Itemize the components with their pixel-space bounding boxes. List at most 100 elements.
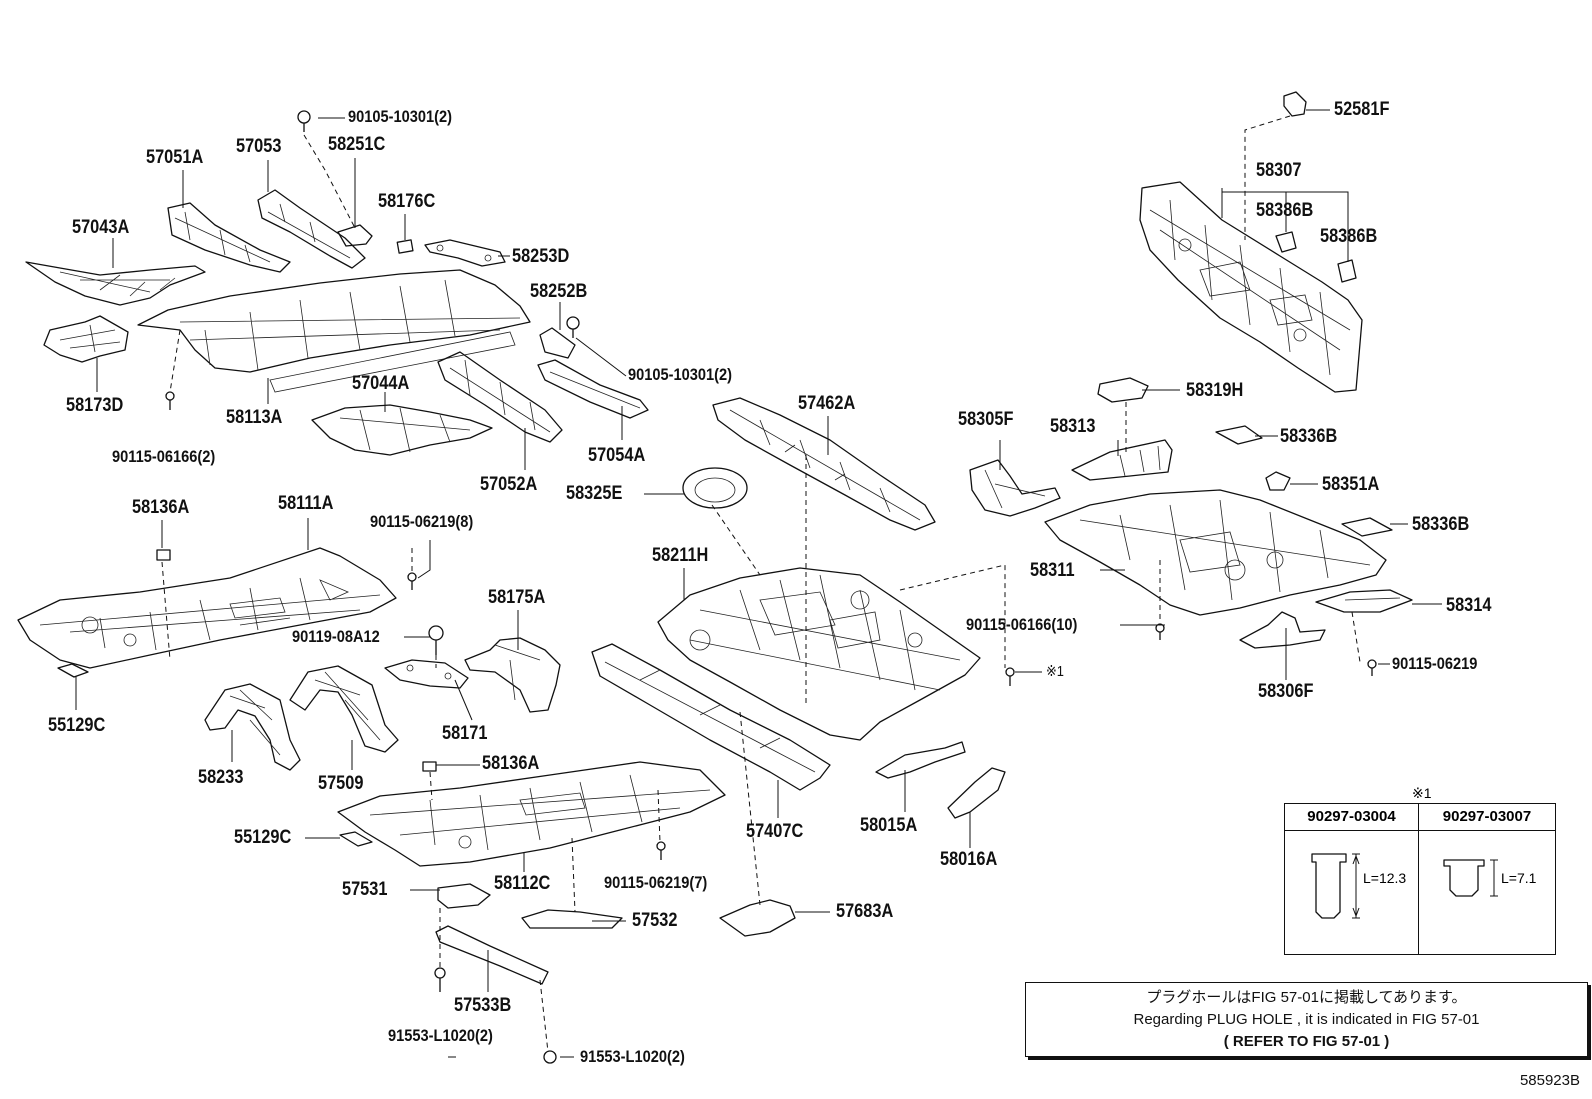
part-57533B-drawing (435, 925, 549, 985)
part-57532-drawing (521, 909, 623, 929)
label-58386B-a: 58386B (1256, 200, 1314, 221)
label-57054A: 57054A (588, 445, 646, 466)
part-58351A-drawing (1265, 471, 1291, 491)
label-90115-06166-2: 90115-06166(2) (112, 447, 216, 466)
part-58252B-drawing (539, 327, 576, 359)
label-57683A: 57683A (836, 901, 894, 922)
part-58015A-drawing (875, 741, 966, 779)
part-58233-drawing (204, 683, 301, 771)
label-57044A: 57044A (352, 373, 410, 394)
label-58386B-b: 58386B (1320, 226, 1378, 247)
alignment-dashes (161, 115, 1361, 1053)
label-90105-10301-mid: 90105-10301(2) (628, 365, 733, 384)
label-58311: 58311 (1030, 560, 1075, 581)
part-58306F-drawing (1239, 611, 1326, 649)
note-line-japanese: プラグホールはFIG 57-01に掲載してあります。 (1146, 989, 1467, 1006)
label-58253D: 58253D (512, 246, 570, 267)
part-58386B-b-drawing (1337, 259, 1357, 283)
part-58175A-drawing (464, 637, 561, 713)
label-58136A-top: 58136A (132, 497, 190, 518)
label-58015A: 58015A (860, 815, 918, 836)
part-58112C-drawing (337, 761, 726, 867)
part-58136A-top-drawing (156, 549, 171, 561)
part-58253D-drawing (424, 239, 506, 267)
part-58336B-b-drawing (1341, 517, 1393, 537)
label-90115-06219-7: 90115-06219(7) (604, 873, 708, 892)
label-asterisk-1: ※1 (1046, 663, 1064, 680)
label-57407C: 57407C (746, 821, 804, 842)
part-52581F-drawing (1283, 91, 1307, 117)
part-57407C-drawing (591, 643, 831, 791)
part-57043A-drawing (25, 261, 206, 306)
label-58351A: 58351A (1322, 474, 1380, 495)
table-divider (1418, 804, 1419, 954)
part-55129C-top-drawing (57, 663, 89, 678)
label-55129C-top: 55129C (48, 715, 106, 736)
label-58112C: 58112C (494, 873, 551, 894)
label-58251C: 58251C (328, 134, 386, 155)
label-57051A: 57051A (146, 147, 204, 168)
label-58111A: 58111A (278, 493, 334, 514)
label-52581F: 52581F (1334, 99, 1390, 120)
label-91553-L1020-a: 91553-L1020(2) (388, 1026, 493, 1045)
note-line-english: Regarding PLUG HOLE , it is indicated in… (1133, 1011, 1480, 1028)
part-57509-drawing (289, 665, 399, 753)
label-57533B: 57533B (454, 995, 512, 1016)
note-line-refer: ( REFER TO FIG 57-01 ) (1223, 1033, 1390, 1050)
part-57531-drawing (437, 883, 491, 909)
label-58306F: 58306F (1258, 681, 1314, 702)
label-58176C: 58176C (378, 191, 436, 212)
part-58111A-drawing (17, 547, 397, 669)
label-58305F: 58305F (958, 409, 1014, 430)
part-58171-drawing (384, 659, 469, 689)
part-58386B-a-drawing (1275, 231, 1297, 253)
part-57051A-drawing (167, 202, 291, 273)
label-90115-06219: 90115-06219 (1392, 654, 1478, 673)
label-58113A: 58113A (226, 407, 283, 428)
label-58233: 58233 (198, 767, 244, 788)
part-58113A-drawing (137, 269, 531, 393)
label-57043A: 57043A (72, 217, 130, 238)
part-58211H-drawing (657, 567, 981, 741)
label-58171: 58171 (442, 723, 488, 744)
part-57683A-drawing (719, 899, 796, 937)
label-91553-L1020-b: 91553-L1020(2) (580, 1047, 685, 1066)
label-58175A: 58175A (488, 587, 546, 608)
label-58325E: 58325E (566, 483, 623, 504)
diagram-code: 585923B (1519, 1072, 1580, 1089)
plug-hole-note: プラグホールはFIG 57-01に掲載してあります。 Regarding PLU… (1025, 982, 1588, 1057)
table-header-col2: 90297-03007 (1419, 804, 1555, 831)
part-58305F-drawing (969, 459, 1061, 517)
part-58016A-drawing (947, 767, 1006, 819)
part-57052A-drawing (437, 351, 563, 443)
label-58211H: 58211H (652, 545, 709, 566)
part-58336B-a-drawing (1215, 425, 1263, 445)
label-58336B-a: 58336B (1280, 426, 1338, 447)
label-58319H: 58319H (1186, 380, 1244, 401)
label-58313: 58313 (1050, 416, 1096, 437)
label-58307: 58307 (1256, 160, 1302, 181)
label-58136A-bot: 58136A (482, 753, 540, 774)
part-58311-drawing (1044, 489, 1387, 616)
part-55129C-bot-drawing (339, 831, 373, 847)
label-55129C-bot: 55129C (234, 827, 292, 848)
part-58176C-drawing (396, 239, 414, 254)
part-57053-drawing (257, 189, 366, 269)
label-90115-06166-10: 90115-06166(10) (966, 615, 1078, 634)
reference-fastener-sketches (1311, 853, 1498, 919)
label-57052A: 57052A (480, 474, 538, 495)
leader-lines (75, 109, 1442, 1058)
part-58136A-bot-drawing (422, 761, 437, 772)
part-58314-drawing (1315, 589, 1413, 613)
label-57509: 57509 (318, 773, 364, 794)
bolt-icon-group (165, 110, 1377, 1064)
part-58313-drawing (1071, 439, 1173, 481)
label-58252B: 58252B (530, 281, 588, 302)
part-57054A-drawing (537, 359, 649, 419)
table-header-col1: 90297-03004 (1285, 804, 1418, 831)
label-57053: 57053 (236, 136, 282, 157)
table-length-col1: L=12.3 (1363, 870, 1407, 886)
label-90105-10301-top: 90105-10301(2) (348, 107, 453, 126)
label-58336B-b: 58336B (1412, 514, 1470, 535)
